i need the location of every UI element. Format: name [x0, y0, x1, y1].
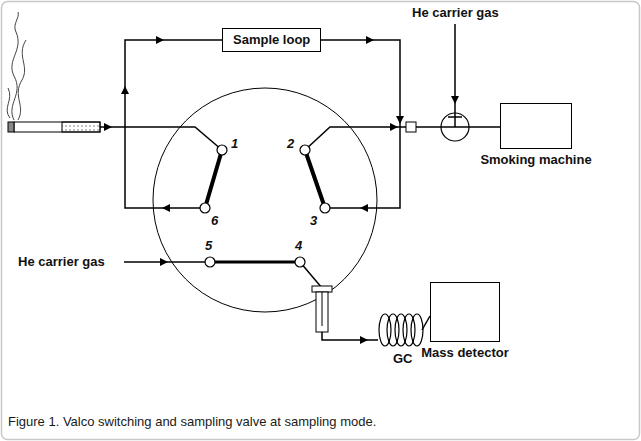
smoking-machine-box: Smoking machine	[500, 103, 572, 149]
box-label: Sample loop	[233, 32, 310, 48]
sample-loop-box: Sample loop	[222, 28, 321, 52]
valve-channel	[205, 150, 325, 262]
box-label: Mass detector	[421, 345, 508, 361]
figure-caption: Figure 1. Valco switching and sampling v…	[8, 414, 376, 430]
cigarette	[8, 122, 100, 132]
cold-trap	[312, 286, 332, 332]
port-number: 3	[310, 213, 317, 229]
mass-detector-box: Mass detector	[430, 282, 500, 342]
gc-column	[379, 314, 423, 346]
port-number: 5	[205, 238, 212, 254]
port-number: 2	[287, 136, 294, 152]
valve-port	[200, 145, 330, 267]
valve-body	[153, 88, 377, 312]
coil-turn	[411, 314, 423, 346]
gas-label: He carrier gas	[412, 5, 499, 21]
he-valve	[406, 113, 469, 141]
port-number: 4	[295, 238, 302, 254]
port-number: 6	[211, 213, 218, 229]
gc-label: GC	[393, 351, 413, 367]
gas-label: He carrier gas	[18, 254, 105, 270]
flow-arrow	[104, 36, 459, 344]
port-number: 1	[231, 136, 238, 152]
smoke	[7, 12, 26, 120]
box-label: Smoking machine	[480, 152, 591, 168]
